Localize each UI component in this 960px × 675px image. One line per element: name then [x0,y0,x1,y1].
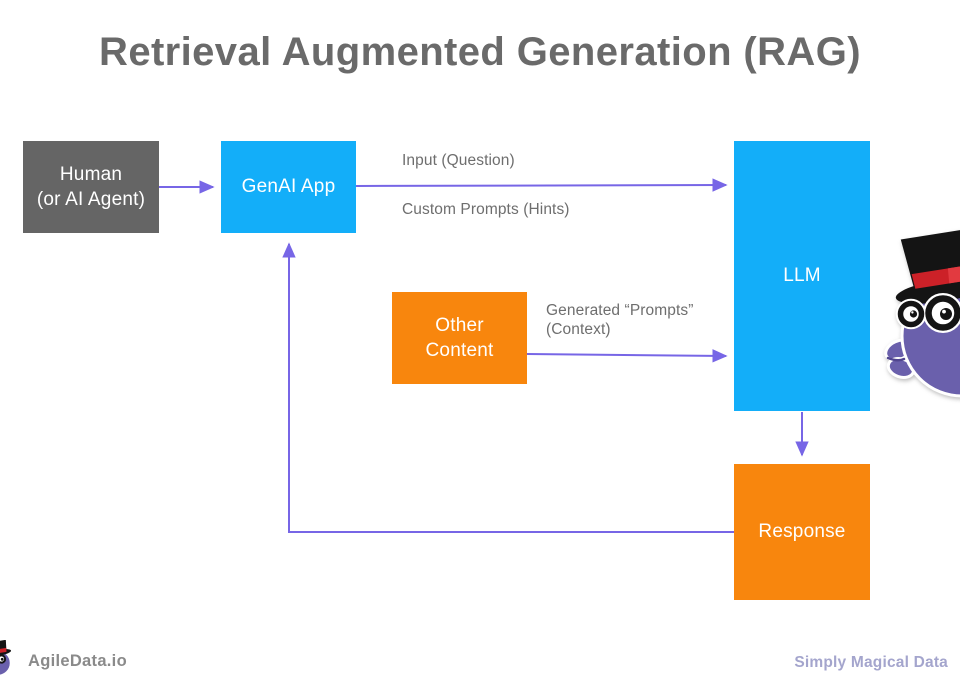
llm-node: LLM [734,141,870,411]
response-node-label: Response [758,521,846,543]
edge-label-generated-prompts: Generated “Prompts” (Context) [546,301,694,340]
llm-node-label: LLM [783,265,821,287]
genai-app-node-label: GenAI App [241,176,336,198]
mascot-eyes-icon [895,293,960,333]
footer-tagline: Simply Magical Data [794,654,948,671]
human-node: Human (or AI Agent) [23,141,159,233]
agiledata-logo-mascot-icon [0,640,12,675]
edge-label-generated-prompts-line2: (Context) [546,321,611,339]
footer-brand: AgileData.io [28,652,127,670]
other-content-node-label-line1: Other [435,314,484,336]
edge-label-input-question: Input (Question) [402,152,515,169]
other-content-node: Other Content [392,292,527,384]
other-content-node-label-line2: Content [425,340,494,361]
human-node-label-line2: (or AI Agent) [36,189,146,210]
page-title: Retrieval Augmented Generation (RAG) [99,30,861,74]
mascot-mouth-crease [886,356,906,362]
arrow-genai-to-llm [355,178,728,192]
arrow-response-to-genai [282,242,734,533]
genai-app-node: GenAI App [221,141,356,233]
edge-label-generated-prompts-line1: Generated “Prompts” [546,302,694,319]
edge-label-custom-prompts: Custom Prompts (Hints) [402,201,570,218]
arrow-other-to-llm [526,349,728,363]
human-node-label-line1: Human [59,163,123,185]
mascot-top-hat-icon [895,229,960,304]
response-node: Response [734,464,870,600]
magician-mascot-icon [884,229,960,398]
